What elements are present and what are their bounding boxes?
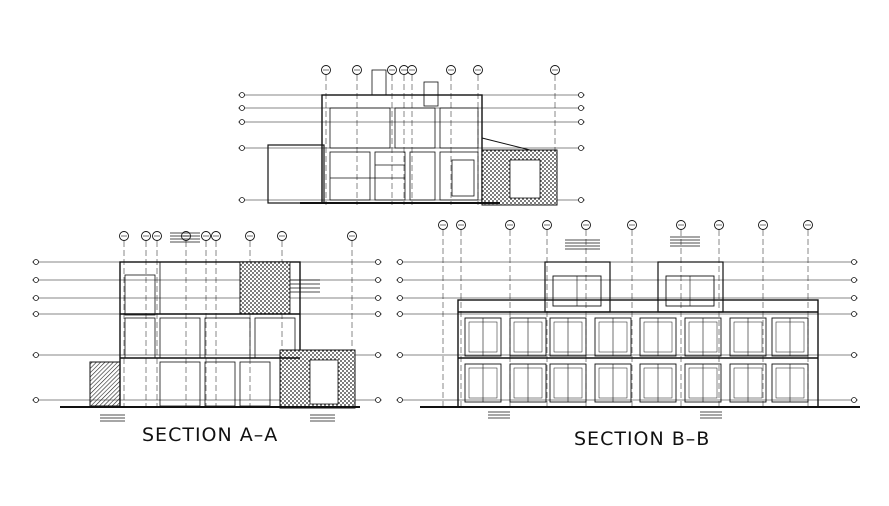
window-pane	[643, 367, 673, 399]
level-marker	[578, 119, 584, 125]
top-grid-bubbles	[321, 65, 560, 205]
top-elevation-drawing	[238, 65, 585, 206]
section-b-window-grid	[464, 275, 809, 403]
window-pane	[733, 367, 763, 399]
level-marker	[375, 295, 381, 301]
level-marker	[851, 352, 857, 358]
section-b-b-drawing	[396, 220, 860, 419]
level-marker	[33, 259, 39, 265]
section-b-level-lines	[396, 259, 858, 403]
level-marker	[375, 397, 381, 403]
window-pane	[688, 321, 718, 353]
level-marker	[239, 197, 245, 203]
level-marker	[397, 277, 403, 283]
level-marker	[239, 145, 245, 151]
level-marker	[397, 311, 403, 317]
window-pane	[733, 321, 763, 353]
window-pane	[775, 321, 805, 353]
window-pane	[513, 367, 543, 399]
level-marker	[239, 92, 245, 98]
level-marker	[851, 259, 857, 265]
section-a-a-drawing	[32, 231, 382, 422]
level-marker	[397, 295, 403, 301]
level-marker	[851, 295, 857, 301]
section-b-grid-bubbles	[438, 220, 813, 408]
level-marker	[851, 277, 857, 283]
level-marker	[578, 92, 584, 98]
window-pane	[553, 367, 583, 399]
level-marker	[578, 145, 584, 151]
level-marker	[851, 311, 857, 317]
level-marker	[239, 105, 245, 111]
level-marker	[33, 352, 39, 358]
level-marker	[375, 259, 381, 265]
window-pane	[688, 367, 718, 399]
window-pane	[775, 367, 805, 399]
window-pane	[643, 321, 673, 353]
level-marker	[375, 311, 381, 317]
window-pane	[598, 367, 628, 399]
level-marker	[578, 197, 584, 203]
level-marker	[375, 352, 381, 358]
level-marker	[397, 259, 403, 265]
level-marker	[33, 277, 39, 283]
level-marker	[33, 397, 39, 403]
level-marker	[33, 311, 39, 317]
level-marker	[33, 295, 39, 301]
level-marker	[578, 105, 584, 111]
section-b-caption: SECTION B–B	[574, 428, 711, 450]
window-pane	[513, 321, 543, 353]
level-marker	[375, 277, 381, 283]
window-pane	[468, 321, 498, 353]
window-pane	[468, 367, 498, 399]
window-pane	[598, 321, 628, 353]
level-marker	[239, 119, 245, 125]
level-marker	[851, 397, 857, 403]
section-a-caption: SECTION A–A	[142, 424, 279, 446]
window-pane	[553, 321, 583, 353]
level-marker	[397, 397, 403, 403]
level-marker	[397, 352, 403, 358]
